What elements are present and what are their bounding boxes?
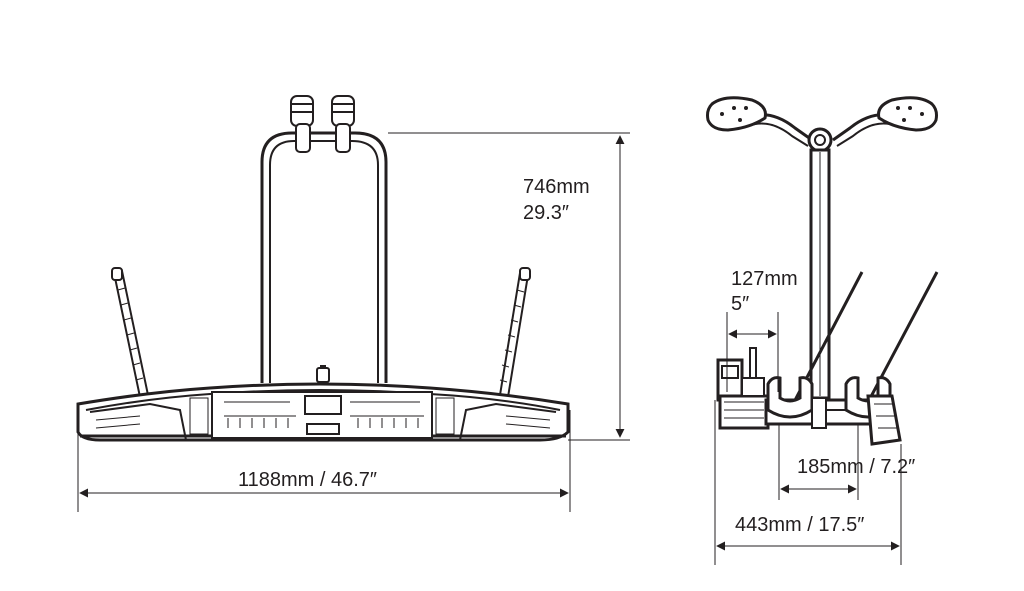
- side-handlebar: [706, 96, 938, 153]
- front-frame-arch: [260, 131, 388, 383]
- side-depth-dimension: 443mm / 17.5″: [714, 400, 902, 565]
- front-height-dimension: 746mm 29.3″: [388, 132, 630, 441]
- offset-in-label: 5″: [731, 293, 749, 315]
- wheel-spacing-label: 185mm / 7.2″: [797, 456, 915, 478]
- depth-total-label: 443mm / 17.5″: [735, 514, 864, 536]
- side-base-mechanism: [716, 358, 902, 446]
- front-view: [76, 95, 570, 442]
- front-base-platform: [76, 382, 570, 442]
- front-center-knob: [316, 365, 330, 383]
- front-left-strap-arm: [111, 267, 150, 399]
- side-offset-dimension: 127mm 5″: [726, 268, 798, 392]
- side-view: [706, 96, 939, 446]
- side-spacing-dimension: 185mm / 7.2″: [778, 424, 915, 500]
- front-right-strap-arm: [498, 267, 531, 399]
- front-top-clamps: [290, 95, 355, 153]
- width-total-label: 1188mm / 46.7″: [238, 469, 377, 491]
- offset-mm-label: 127mm: [731, 268, 798, 290]
- front-width-dimension: 1188mm / 46.7″: [77, 410, 571, 512]
- height-in-label: 29.3″: [523, 202, 569, 224]
- side-vertical-post: [809, 148, 831, 400]
- height-mm-label: 746mm: [523, 176, 590, 198]
